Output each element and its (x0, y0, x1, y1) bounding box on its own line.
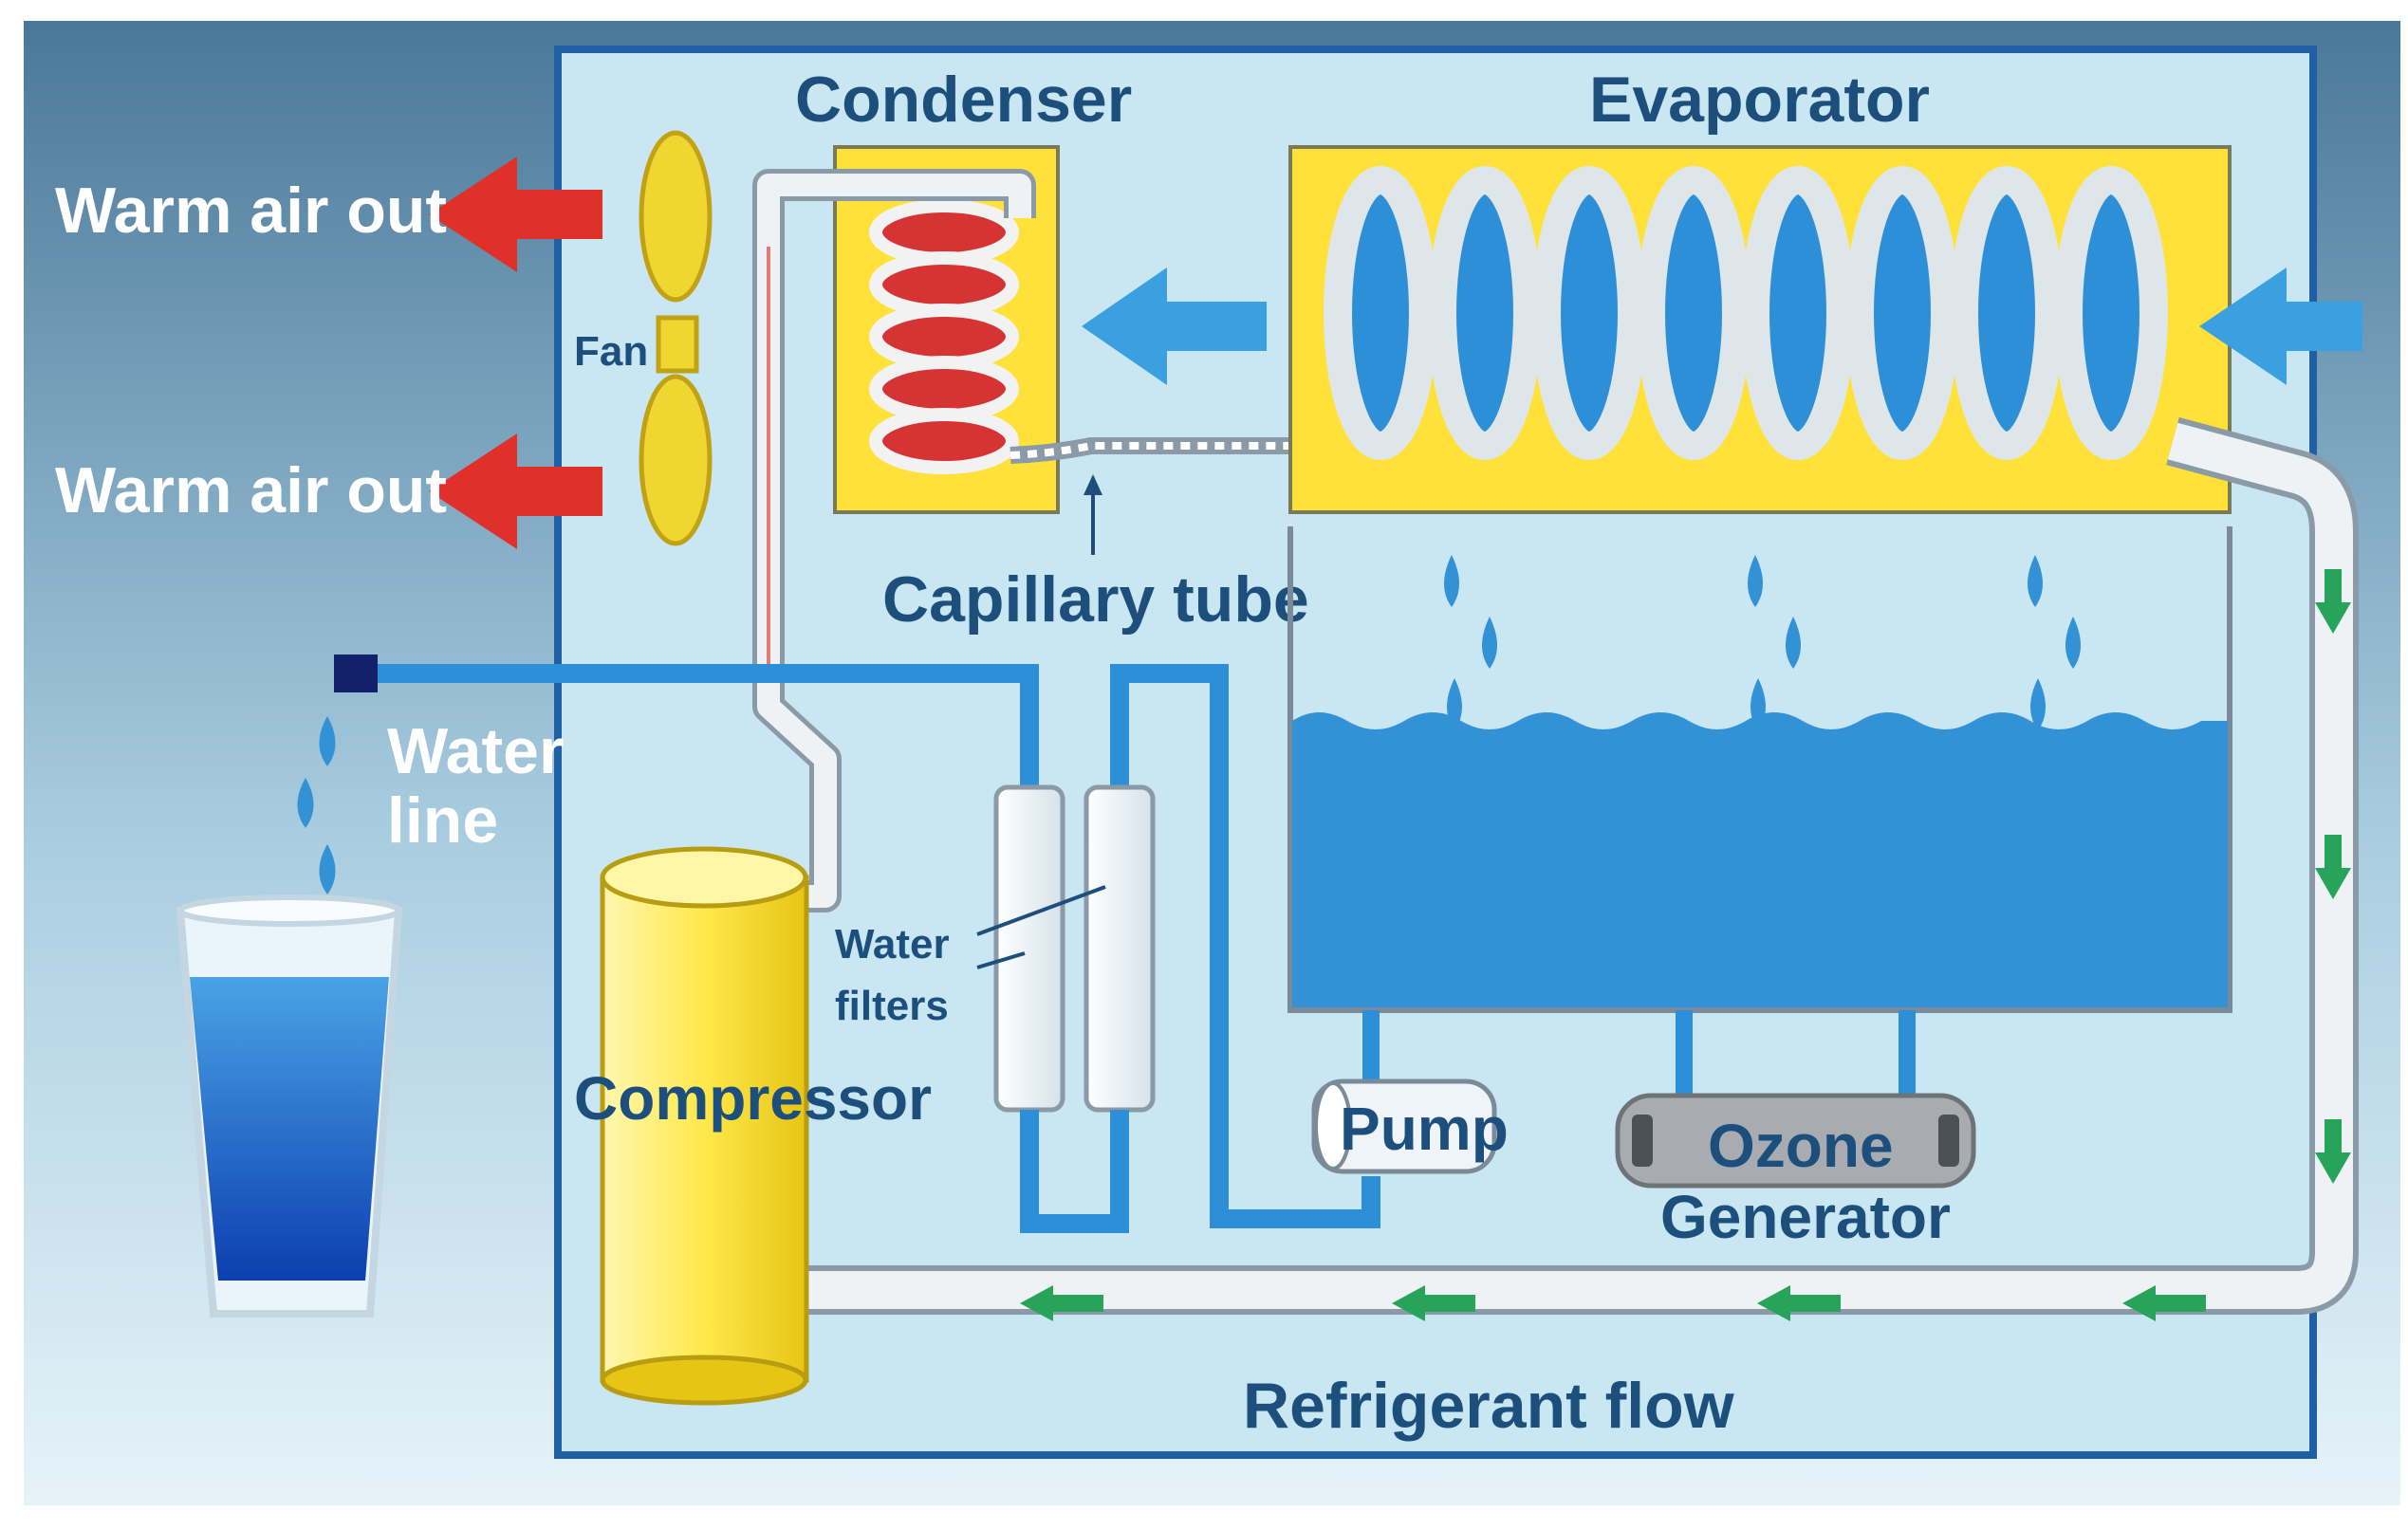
capillary-tube-label: Capillary tube (882, 563, 1309, 636)
flow-arrows-vertical (2315, 569, 2351, 1184)
evaporator-label: Evaporator (1589, 64, 1930, 136)
pump-label: Pump (1340, 1095, 1509, 1163)
water-line-pipe (365, 664, 1039, 740)
water-line-label-2: line (387, 784, 498, 857)
filter-pointer-1 (976, 885, 1106, 936)
condensation-droplets (1444, 555, 2081, 730)
flow-arrow-down-3 (2315, 1119, 2351, 1184)
flow-arrows-horizontal (1020, 1285, 2206, 1321)
flow-arrow-down-2 (2315, 835, 2351, 899)
water-filters-label-1: Water (835, 921, 950, 968)
ozone-generator (1615, 1093, 1976, 1189)
evaporator-coil (1324, 166, 2168, 460)
warm-air-out-label-top: Warm air out (55, 175, 447, 247)
water-nozzle (334, 654, 378, 692)
water-tank (1287, 526, 2232, 1013)
flow-arrow-left-3 (1757, 1285, 1841, 1321)
ozone-generator-label-1: Ozone (1708, 1112, 1894, 1180)
water-return-pipe (1110, 664, 1380, 1228)
cool-air-arrow-middle (1082, 267, 1267, 385)
warm-air-arrow-top (429, 157, 602, 272)
capillary-pointer-head (1084, 474, 1102, 495)
capillary-tube (1010, 437, 1300, 464)
fan-label: Fan (574, 328, 648, 375)
flow-arrow-left-1 (1020, 1285, 1103, 1321)
warm-air-arrow-bottom (429, 433, 602, 549)
pump (1311, 1078, 1497, 1174)
glass-of-water (176, 894, 403, 1318)
refrigerant-flow-label: Refrigerant flow (1243, 1370, 1735, 1442)
water-filters-label-2: filters (835, 983, 949, 1029)
flow-arrow-left-2 (1392, 1285, 1475, 1321)
hot-refrigerant-tube (757, 174, 1031, 908)
fan (639, 130, 713, 546)
compressor (600, 846, 809, 1406)
warm-air-out-label-bottom: Warm air out (55, 454, 447, 526)
condenser-label: Condenser (795, 64, 1132, 136)
flow-arrow-left-4 (2122, 1285, 2206, 1321)
refrigerant-return-tube (806, 422, 2353, 1309)
intake-air-arrow (2199, 267, 2362, 385)
compressor-label: Compressor (574, 1064, 932, 1133)
flow-arrow-down-1 (2315, 569, 2351, 634)
condenser-coil (869, 199, 1019, 474)
filter-pointer-2 (976, 951, 1026, 969)
water-filters (993, 740, 1156, 1233)
water-line-droplets (297, 716, 336, 894)
water-line-label-1: Water (387, 715, 564, 787)
ozone-generator-label-2: Generator (1660, 1183, 1951, 1251)
